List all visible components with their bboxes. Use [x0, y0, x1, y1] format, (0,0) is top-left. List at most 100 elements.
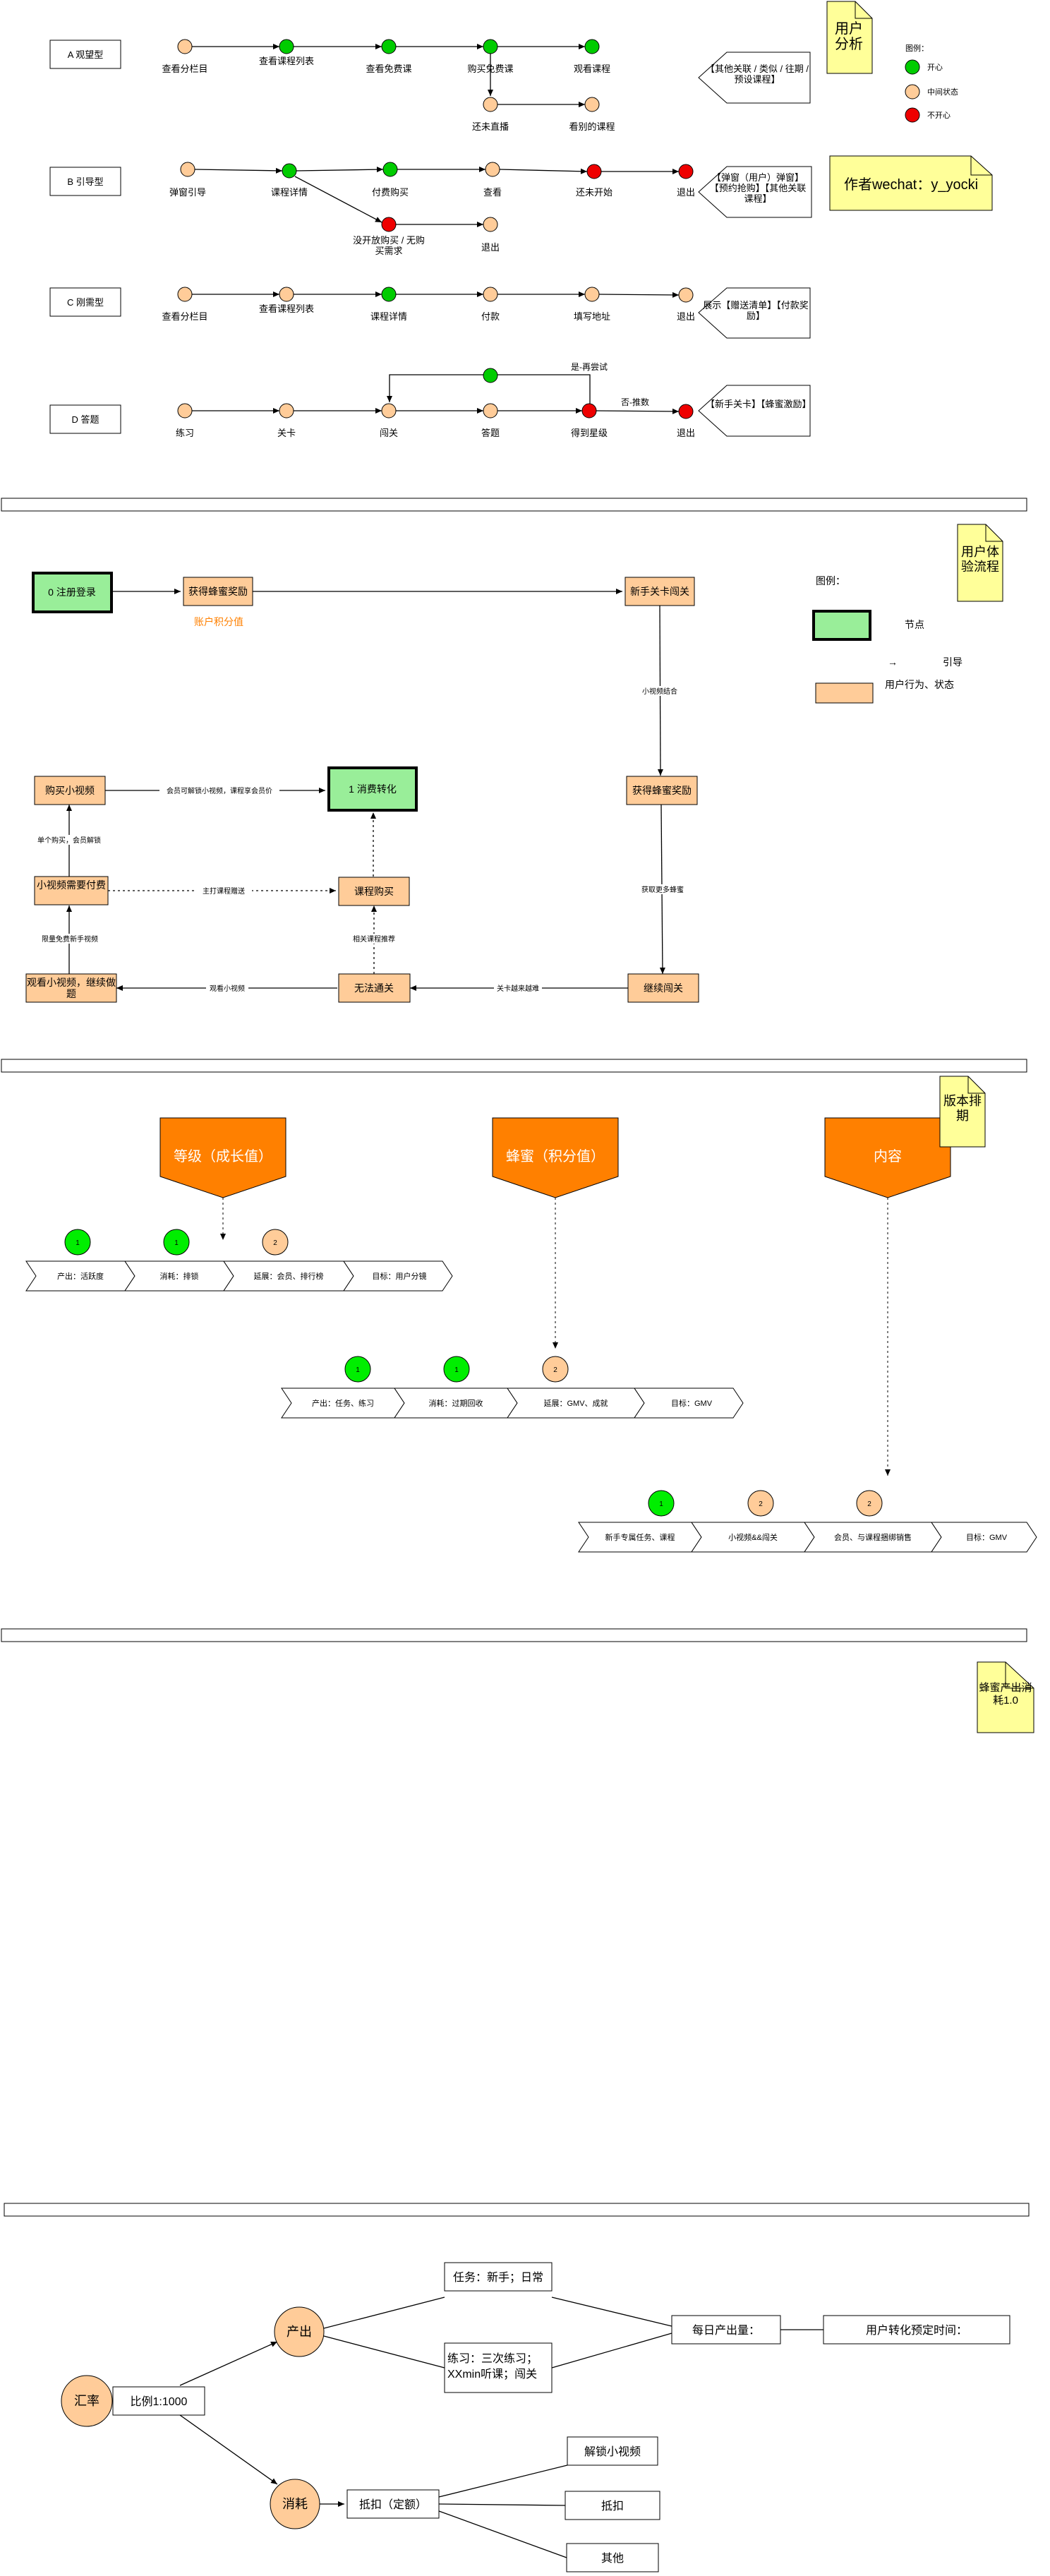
edge-label-bee2-continue: 获取更多蜂蜜: [641, 885, 684, 894]
row1-version-2: [163, 1229, 190, 1256]
node-course-buy-text: 课程购买: [354, 886, 394, 897]
b-node-1-label: 弹窗引导: [169, 187, 206, 198]
node-practice-wrap: 练习：三次练习；XXmin听课；闯关: [447, 2353, 538, 2381]
a-node-6: [483, 97, 498, 112]
edge-label-need-buy: 单个购买，会员解锁: [37, 836, 101, 845]
c-node-4-label: 付款: [481, 311, 500, 322]
node-exchange-rate: [61, 2375, 113, 2427]
callout-a-text: 【其他关联 / 类似 / 往期 / 预设课程】: [706, 64, 809, 85]
row1-version-2-text: 1: [174, 1239, 179, 1247]
type-c-label: C 刚需型: [67, 297, 104, 308]
section-honey-note: 蜂蜜产出消耗1.0: [977, 1661, 1034, 1733]
edge-label-buy-convert: 会员可解锁小视频，课程享会员价: [167, 786, 272, 795]
c-node-2: [279, 287, 294, 302]
callout-c-text: 展示【赠送清单】【付款奖励】: [703, 300, 809, 321]
header-level: [159, 1117, 286, 1198]
row3-step-2-text: 小视频&&闯关: [728, 1532, 778, 1542]
row1-version-1: [64, 1229, 91, 1256]
row3-step-4-text: 目标：GMV: [966, 1532, 1008, 1542]
header-honey-text: 蜂蜜（积分值）: [506, 1148, 605, 1164]
node-watch-video-wrap: 观看小视频，继续做题: [27, 977, 116, 999]
node-unlock-video: [567, 2436, 658, 2466]
edge-label-watch-need: 限量免费新手视频: [42, 934, 98, 944]
a-node-1: [177, 39, 193, 54]
legend-title: 图例：: [905, 43, 929, 53]
legend2-node-swatch: [812, 610, 871, 641]
callout-b: [698, 166, 812, 218]
d-node-4-label: 答题: [481, 428, 500, 438]
callout-d-wrap: 【新手关卡】【蜂蜜激励】: [706, 399, 809, 409]
callout-b-wrap: 【弹窗（用户）弹窗】【预约抢购】【其他关联课程】: [709, 172, 807, 204]
node-deduct-text: 抵扣（定额）: [359, 2498, 427, 2511]
section-divider-4: [4, 2203, 1030, 2217]
a-node-3: [381, 39, 397, 54]
c-node-2-label-wrap: 查看课程列表: [258, 304, 314, 314]
node-video-pay: [34, 876, 109, 905]
d-node-1-label: 练习: [176, 428, 194, 438]
node-produce: [274, 2306, 325, 2357]
node-exchange-rate-text: 汇率: [74, 2394, 99, 2408]
note-author: [829, 155, 993, 211]
callout-c: [698, 287, 811, 339]
c-node-4: [483, 287, 498, 302]
note-version-schedule-text: 版本排期: [943, 1094, 982, 1123]
legend-unhappy: 不开心: [927, 111, 951, 120]
note-version-schedule-wrap: 版本排期: [943, 1094, 982, 1123]
d-node-yes: [483, 368, 498, 383]
b-node-4: [485, 162, 500, 177]
a-node-2-label-wrap: 查看课程列表: [259, 56, 314, 66]
d-node-6-label: 退出: [677, 428, 695, 438]
b-node-7: [381, 217, 397, 232]
c-node-2-label: 查看课程列表: [258, 304, 314, 314]
b-node-6: [678, 164, 694, 179]
node-other: [566, 2543, 659, 2572]
row2-version-2: [443, 1356, 470, 1383]
a-node-5: [584, 39, 600, 54]
d-node-2-label: 关卡: [277, 428, 296, 438]
row2-version-1-text: 1: [356, 1366, 360, 1374]
node-register-login: [32, 572, 113, 613]
legend-happy: 开心: [927, 63, 943, 72]
node-daily-output: [671, 2315, 781, 2345]
node-other-text: 其他: [601, 2552, 624, 2565]
row3-version-1-text: 1: [659, 1500, 663, 1508]
node-watch-video: [25, 973, 117, 1003]
section-user-analysis: A 观望型 B 引导型 C 刚需型 D 答题: [49, 1, 993, 438]
node-ratio-text: 比例1:1000: [131, 2395, 188, 2408]
b-node-3: [382, 162, 398, 177]
node-buy-video-text: 购买小视频: [45, 785, 95, 796]
node-practice-text: 练习：三次练习；XXmin听课；闯关: [447, 2353, 538, 2381]
edge-label-newbie-bee2: 小视频结合: [642, 687, 677, 696]
row2-step-1-text: 产出：任务、练习: [312, 1398, 374, 1408]
a-node-7-label: 看别的课程: [569, 121, 615, 132]
a-node-5-label: 观看课程: [574, 64, 610, 74]
d-node-5: [581, 403, 597, 419]
callout-d: [698, 385, 811, 437]
node-register-login-text: 0 注册登录: [48, 586, 96, 598]
legend2-guide: 引导: [943, 656, 962, 668]
callout-b-text: 【弹窗（用户）弹窗】【预约抢购】【其他关联课程】: [709, 172, 807, 204]
node-buy-video: [34, 776, 106, 805]
row2-step-4-text: 目标：GMV: [671, 1398, 713, 1408]
section-user-experience: 小视频结合 获取更多蜂蜜 关卡越来越难 观看小视频 相关课程推荐 限量免费新手视…: [25, 524, 1003, 1003]
note-user-analysis-wrap: 用户分析: [835, 21, 863, 52]
type-a-label: A 观望型: [68, 49, 104, 60]
node-continue-level-text: 继续闯关: [644, 982, 683, 994]
b-node-2: [282, 163, 297, 179]
b-node-8-label: 退出: [481, 242, 500, 253]
legend-neutral-dot: [905, 84, 920, 100]
legend2-behavior: 用户行为、状态: [885, 679, 954, 690]
section-version-schedule: 等级（成长值） 蜂蜜（积分值） 内容 产出：活跃度 消耗：排锁 延展：会员、排行…: [25, 1076, 1037, 1553]
b-node-5: [586, 164, 602, 179]
node-video-pay-wrap: 小视频需要付费: [37, 879, 106, 891]
row1-version-3-text: 2: [273, 1239, 277, 1247]
type-d-label: D 答题: [71, 414, 99, 425]
node-conversion-time: [823, 2315, 1010, 2345]
b-node-3-label: 付费购买: [372, 187, 409, 198]
type-d-box: [49, 404, 121, 434]
c-node-3-label: 课程详情: [370, 311, 407, 322]
type-b-box: [49, 167, 121, 196]
d-node-3: [381, 403, 397, 419]
a-node-3-label: 查看免费课: [366, 64, 411, 74]
row3-version-3-text: 2: [867, 1500, 871, 1508]
